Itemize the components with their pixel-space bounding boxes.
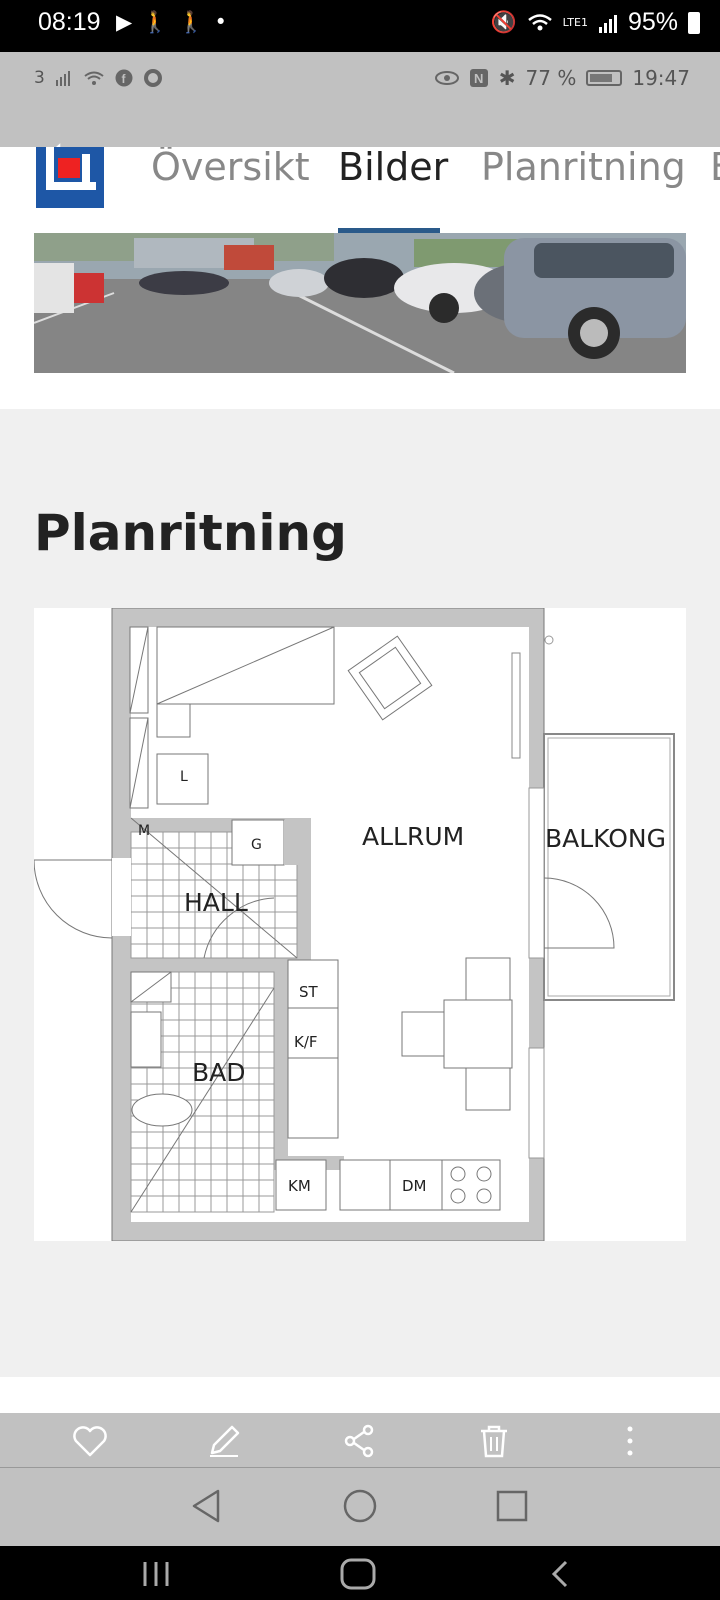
- recent-apps-icon[interactable]: [136, 1554, 176, 1594]
- nav-back-icon[interactable]: [186, 1486, 226, 1526]
- screenshot-right-icons: N ✱ 77 % 19:47: [434, 66, 690, 90]
- room-label-l: L: [180, 769, 188, 785]
- next-section-start: [0, 1377, 720, 1413]
- room-label-hall: HALL: [184, 888, 248, 917]
- gallery-action-bar: [0, 1413, 720, 1467]
- tab-bilder[interactable]: Bilder: [338, 147, 449, 189]
- network-type: LTE1: [562, 16, 588, 29]
- screenshot-status-bar: 3 f N ✱ 77 % 19:47 ‹: [0, 52, 720, 174]
- room-label-st: ST: [299, 983, 319, 1001]
- screenshot-battery-icon: [586, 70, 623, 86]
- nfc-icon: N: [469, 69, 488, 87]
- screenshot-time: 19:47: [632, 66, 690, 90]
- screenshot-battery-level: 77 %: [525, 66, 577, 90]
- back-icon[interactable]: [540, 1554, 580, 1594]
- tab-oversikt[interactable]: Översikt: [151, 147, 310, 189]
- nav-home-icon[interactable]: [340, 1486, 380, 1526]
- room-label-balkong: BALKONG: [545, 824, 666, 853]
- room-label-km: KM: [288, 1177, 311, 1195]
- home-icon[interactable]: [338, 1554, 378, 1594]
- signal-icon: [55, 71, 70, 86]
- edit-icon[interactable]: [202, 1421, 246, 1461]
- facebook-icon: f: [115, 69, 133, 87]
- room-label-bad: BAD: [192, 1058, 246, 1087]
- room-label-kf: K/F: [294, 1033, 318, 1051]
- dot-icon: •: [214, 10, 227, 34]
- room-label-m: M: [138, 823, 150, 839]
- system-time: 08:19: [38, 8, 101, 36]
- sim-number: 3: [34, 68, 45, 88]
- system-nav-bar: [0, 1546, 720, 1600]
- more-icon[interactable]: [608, 1421, 652, 1461]
- system-notification-icons: ▶ 🚶 🚶 •: [116, 10, 227, 35]
- room-label-allrum: ALLRUM: [362, 822, 464, 851]
- floorplan-section: Planritning: [0, 409, 720, 1377]
- listing-tabs-header: Översikt Bilder Planritning B: [0, 147, 720, 233]
- floorplan-image[interactable]: ALLRUM BALKONG HALL BAD L M G ST K/F KM …: [33, 607, 686, 1242]
- room-label-dm: DM: [402, 1177, 427, 1195]
- room-label-g: G: [251, 837, 262, 853]
- wifi-icon: [527, 13, 552, 30]
- mute-icon: 🔇: [490, 10, 517, 34]
- section-title: Planritning: [34, 504, 347, 562]
- system-indicators: 🔇 LTE1 95%: [490, 8, 700, 37]
- battery-icon: [688, 11, 700, 34]
- bluetooth-icon: ✱: [498, 66, 516, 90]
- heart-icon[interactable]: [68, 1421, 112, 1461]
- signal-icon: [598, 14, 617, 33]
- screenshot-nav-bar: [0, 1468, 720, 1546]
- tab-planritning[interactable]: Planritning: [481, 147, 686, 189]
- svg-text:N: N: [474, 71, 483, 86]
- active-tab-indicator: [338, 228, 440, 233]
- screenshot-left-icons: 3 f: [34, 68, 163, 88]
- play-icon: ▶: [116, 10, 133, 34]
- nav-recents-icon[interactable]: [492, 1486, 532, 1526]
- walk-icon: 🚶: [178, 10, 205, 34]
- messenger-icon: [143, 69, 162, 87]
- share-icon[interactable]: [337, 1421, 381, 1461]
- wifi-icon: [84, 71, 104, 85]
- svg-text:f: f: [121, 72, 126, 86]
- brand-logo: [36, 147, 104, 208]
- listing-photo[interactable]: [34, 233, 686, 373]
- battery-level: 95%: [627, 8, 678, 36]
- tab-next[interactable]: B: [710, 147, 720, 189]
- trash-icon[interactable]: [472, 1421, 516, 1461]
- walk-icon: 🚶: [142, 10, 169, 34]
- eye-icon: [434, 71, 459, 85]
- system-status-bar: 08:19 ▶ 🚶 🚶 • 🔇 LTE1 95%: [0, 0, 720, 52]
- divider: [0, 1467, 720, 1468]
